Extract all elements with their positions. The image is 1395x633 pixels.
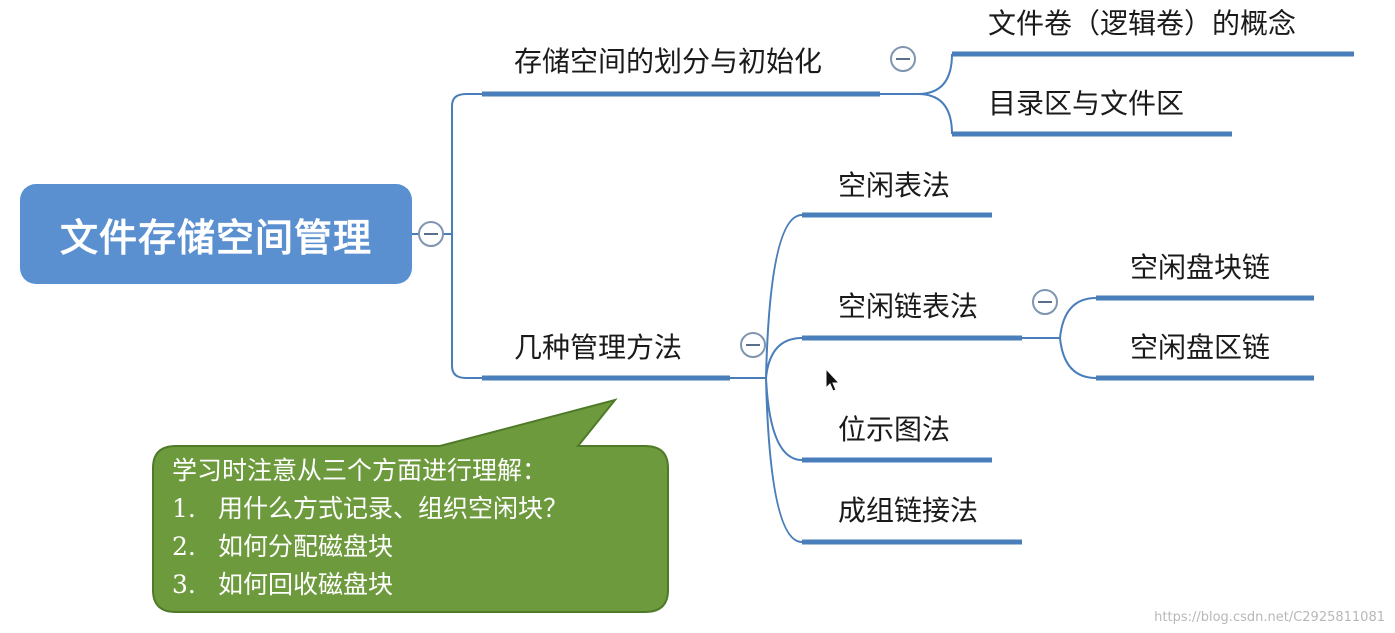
mouse-cursor-icon [825,367,841,392]
root-node[interactable]: 文件存储空间管理 [20,184,412,284]
connector-methods-children [730,214,803,543]
node-free-block-chain[interactable]: 空闲盘块链 [1130,251,1271,284]
callout-item-text: 用什么方式记录、组织空闲块？ [218,494,569,523]
node-dir-file-area[interactable]: 目录区与文件区 [988,87,1185,120]
callout-item: 3. 如何回收磁盘块 [172,566,652,604]
collapse-toggle-freelist[interactable] [1032,289,1058,315]
node-bitmap[interactable]: 位示图法 [838,413,951,446]
callout-heading: 学习时注意从三个方面进行理解： [172,456,548,485]
root-node-label: 文件存储空间管理 [59,215,372,260]
node-free-table[interactable]: 空闲表法 [838,169,951,202]
node-management-methods[interactable]: 几种管理方法 [514,331,683,364]
collapse-toggle-methods[interactable] [740,332,766,358]
node-group-linking[interactable]: 成组链接法 [838,494,979,527]
callout-item: 2. 如何分配磁盘块 [172,528,652,566]
collapse-toggle-root[interactable] [418,221,444,247]
callout-item: 1. 用什么方式记录、组织空闲块？ [172,490,652,528]
node-free-list[interactable]: 空闲链表法 [838,290,979,323]
node-storage-partition[interactable]: 存储空间的划分与初始化 [514,45,823,78]
connector-freelist-children [1022,297,1097,379]
callout-item-text: 如何分配磁盘块 [218,532,394,561]
callout: 学习时注意从三个方面进行理解： 1. 用什么方式记录、组织空闲块？ 2. 如何分… [172,452,652,604]
watermark: https://blog.csdn.net/C2925811081 [1154,610,1385,625]
callout-item-number: 2. [172,532,196,561]
callout-item-number: 3. [172,570,196,599]
callout-balloon [152,398,669,613]
callout-item-number: 1. [172,494,196,523]
node-volume-concept[interactable]: 文件卷（逻辑卷）的概念 [988,7,1297,40]
callout-item-text: 如何回收磁盘块 [218,570,394,599]
collapse-toggle-storage[interactable] [890,46,916,72]
connector-storage-children [880,53,953,135]
node-free-area-chain[interactable]: 空闲盘区链 [1130,331,1271,364]
